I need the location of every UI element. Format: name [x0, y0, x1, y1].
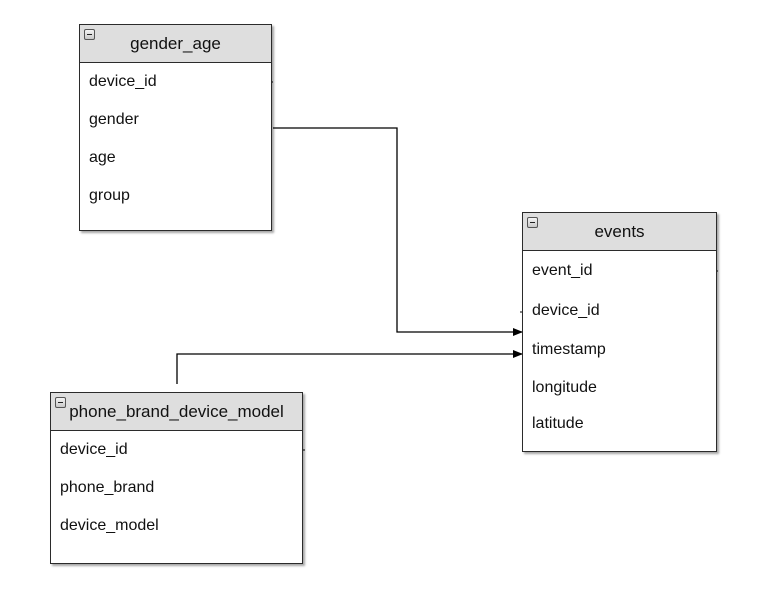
field-list: device_id gender age group — [80, 63, 271, 215]
table-header[interactable]: events — [523, 213, 716, 251]
table-phone-brand-device-model[interactable]: phone_brand_device_model device_id phone… — [50, 392, 303, 564]
field-event-id[interactable]: event_id — [532, 262, 593, 279]
field-gender[interactable]: gender — [89, 111, 139, 128]
table-events[interactable]: events event_id device_id timestamp long… — [522, 212, 717, 452]
field-group[interactable]: group — [89, 187, 130, 204]
relationship-gender-age-to-events — [273, 127, 523, 336]
table-title: gender_age — [130, 33, 221, 53]
field-list: event_id device_id timestamp longitude l… — [523, 251, 716, 441]
field-device-id[interactable]: device_id — [89, 73, 157, 90]
field-phone-brand[interactable]: phone_brand — [60, 479, 155, 496]
table-title: phone_brand_device_model — [69, 401, 284, 421]
field-timestamp[interactable]: timestamp — [532, 341, 606, 358]
field-device-model[interactable]: device_model — [60, 517, 159, 534]
table-header[interactable]: gender_age — [80, 25, 271, 63]
field-list: device_id phone_brand device_model — [51, 431, 302, 545]
field-latitude[interactable]: latitude — [532, 415, 584, 432]
table-gender-age[interactable]: gender_age device_id gender age group — [79, 24, 272, 231]
collapse-icon[interactable] — [55, 397, 66, 408]
table-header[interactable]: phone_brand_device_model — [51, 393, 302, 431]
field-age[interactable]: age — [89, 149, 116, 166]
collapse-icon[interactable] — [84, 29, 95, 40]
field-device-id[interactable]: device_id — [60, 441, 128, 458]
field-longitude[interactable]: longitude — [532, 379, 597, 396]
field-device-id[interactable]: device_id — [532, 302, 600, 319]
table-title: events — [594, 221, 645, 241]
relationship-phone-brand-to-events — [176, 350, 523, 384]
collapse-icon[interactable] — [527, 217, 538, 228]
